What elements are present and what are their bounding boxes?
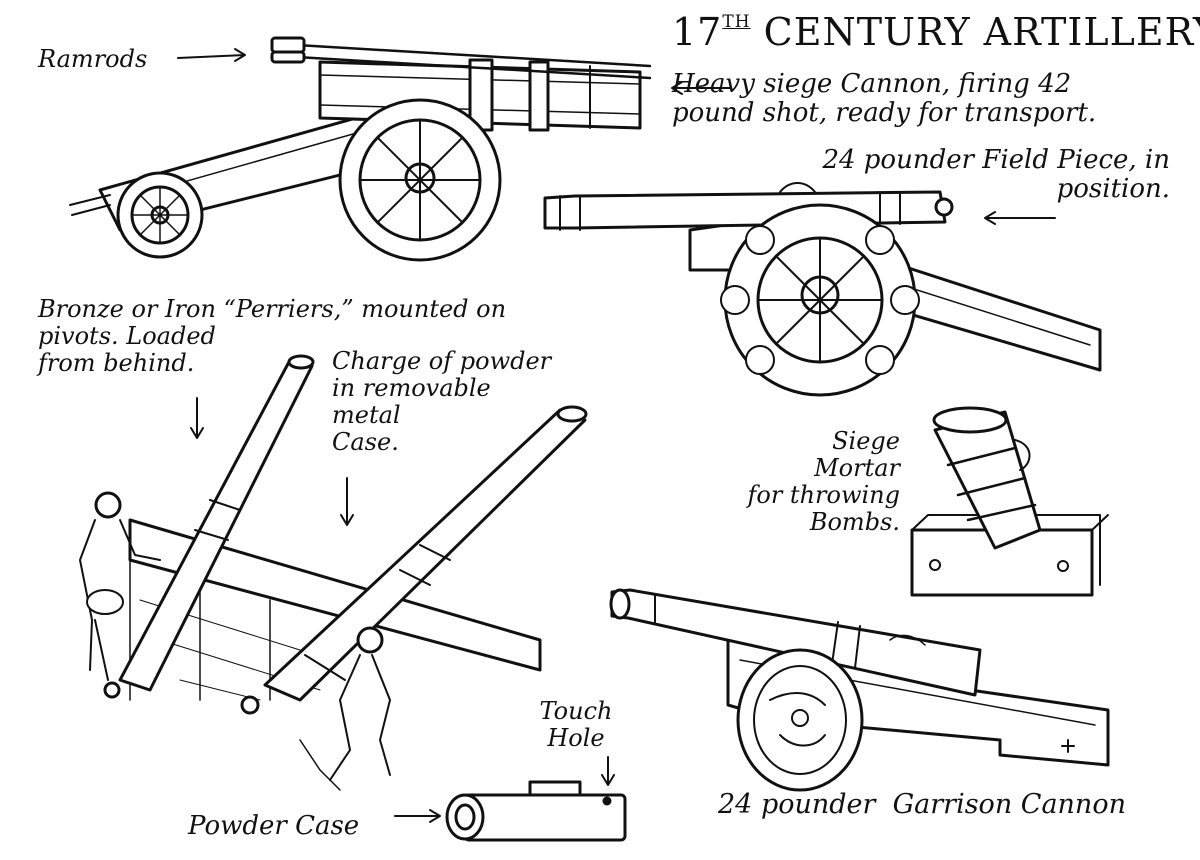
siege-mortar-drawing bbox=[910, 406, 1109, 597]
perriers-arrow bbox=[190, 397, 204, 439]
touch-hole-label: Touch Hole bbox=[539, 697, 613, 752]
siege-cannon-arrow bbox=[671, 81, 731, 95]
field-piece-drawing bbox=[543, 182, 1102, 397]
field-piece-label: 24 pounder Field Piece, in position. bbox=[822, 145, 1170, 205]
perriers-label: Bronze or Iron “Perriers,” mounted on pi… bbox=[38, 295, 507, 377]
field-piece-arrow bbox=[984, 211, 1056, 225]
powder-case-label: Powder Case bbox=[188, 811, 360, 841]
charge-label: Charge of powder in removable metal Case… bbox=[332, 347, 552, 456]
ramrods-label: Ramrods bbox=[38, 45, 148, 73]
plate-title: 17TH CENTURY ARTILLERY bbox=[672, 10, 1200, 54]
perriers-drawing bbox=[79, 354, 588, 791]
touch-hole-arrow bbox=[601, 756, 615, 786]
garrison-cannon-label: 24 pounder Garrison Cannon bbox=[718, 789, 1126, 820]
garrison-cannon-drawing bbox=[609, 588, 1110, 792]
mortar-label: Siege Mortar for throwing Bombs. bbox=[747, 427, 901, 536]
siege-cannon-drawing bbox=[69, 36, 652, 262]
siege-cannon-label: Heavy siege Cannon, firing 42 pound shot… bbox=[672, 69, 1097, 129]
charge-arrow bbox=[340, 477, 354, 526]
powder-case-arrow bbox=[394, 809, 441, 823]
ramrods-arrow bbox=[177, 48, 246, 62]
powder-case-drawing bbox=[445, 780, 627, 842]
